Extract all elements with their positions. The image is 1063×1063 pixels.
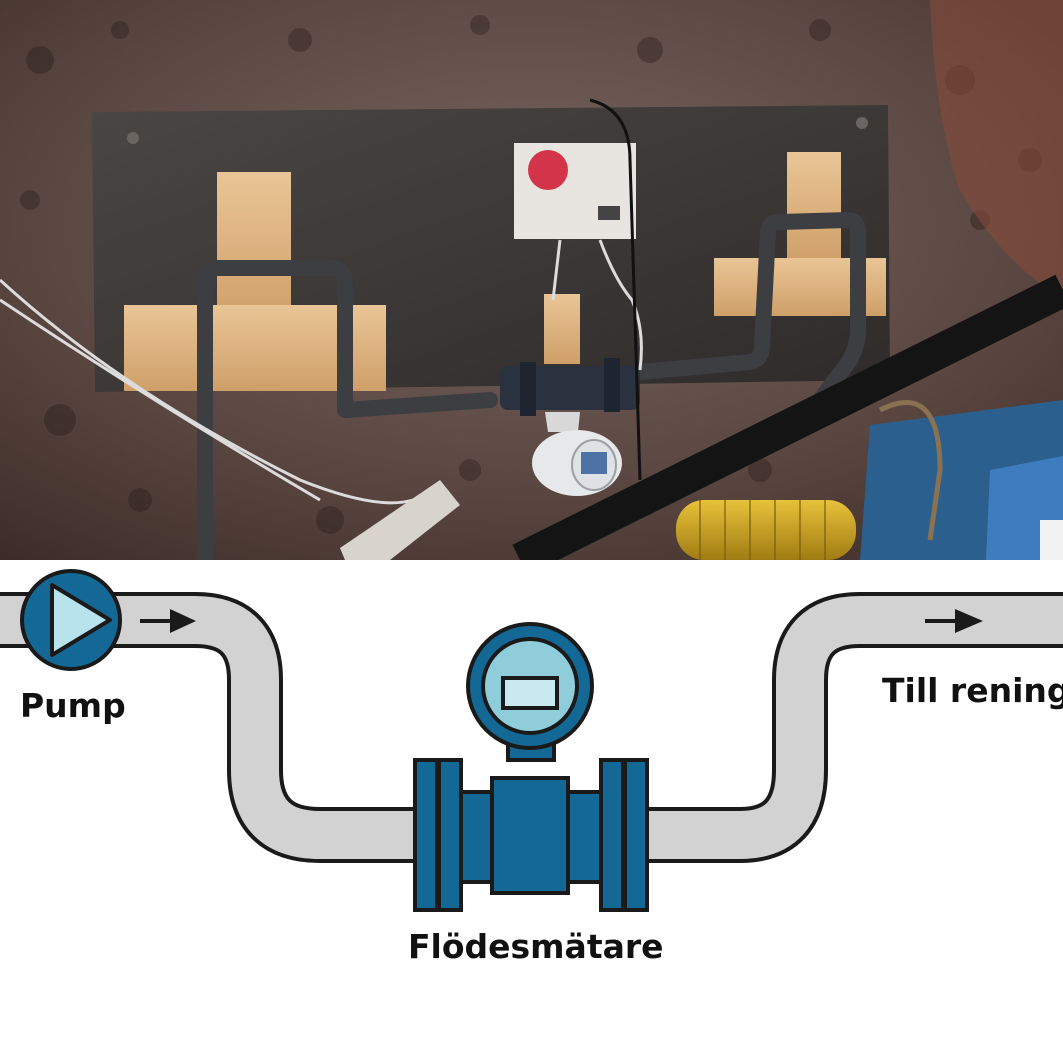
wood-block-center — [544, 294, 580, 364]
flow-meter-label: Flödesmätare — [408, 927, 664, 966]
wood-block-right-vertical — [787, 152, 841, 264]
photo-black-pipe — [512, 274, 1063, 560]
flow-arrow-icon — [140, 609, 196, 633]
photo-yellow-hose — [676, 500, 856, 560]
pump-icon — [20, 569, 122, 671]
plate-bolts — [127, 117, 868, 144]
photo-cables — [0, 239, 643, 505]
flow-arrow-icon — [925, 609, 983, 633]
flow-meter-icon — [413, 622, 649, 912]
photo-white-plate — [340, 480, 460, 560]
flow-diagram — [0, 569, 1063, 912]
wood-block-left-vertical — [217, 172, 291, 322]
photo-flow-meter — [500, 358, 640, 496]
photo-pipe-loop — [197, 212, 866, 560]
photo-data-logger — [514, 143, 636, 239]
photo-cable-dark — [589, 98, 642, 481]
photo-blue-box — [860, 400, 1063, 560]
outlet-label: Till rening — [882, 671, 1063, 710]
installation-photo — [0, 0, 1063, 560]
photo-handle — [878, 400, 943, 541]
meter-display — [501, 676, 559, 710]
rock-reddish-area — [930, 0, 1063, 300]
pump-label: Pump — [20, 686, 126, 725]
